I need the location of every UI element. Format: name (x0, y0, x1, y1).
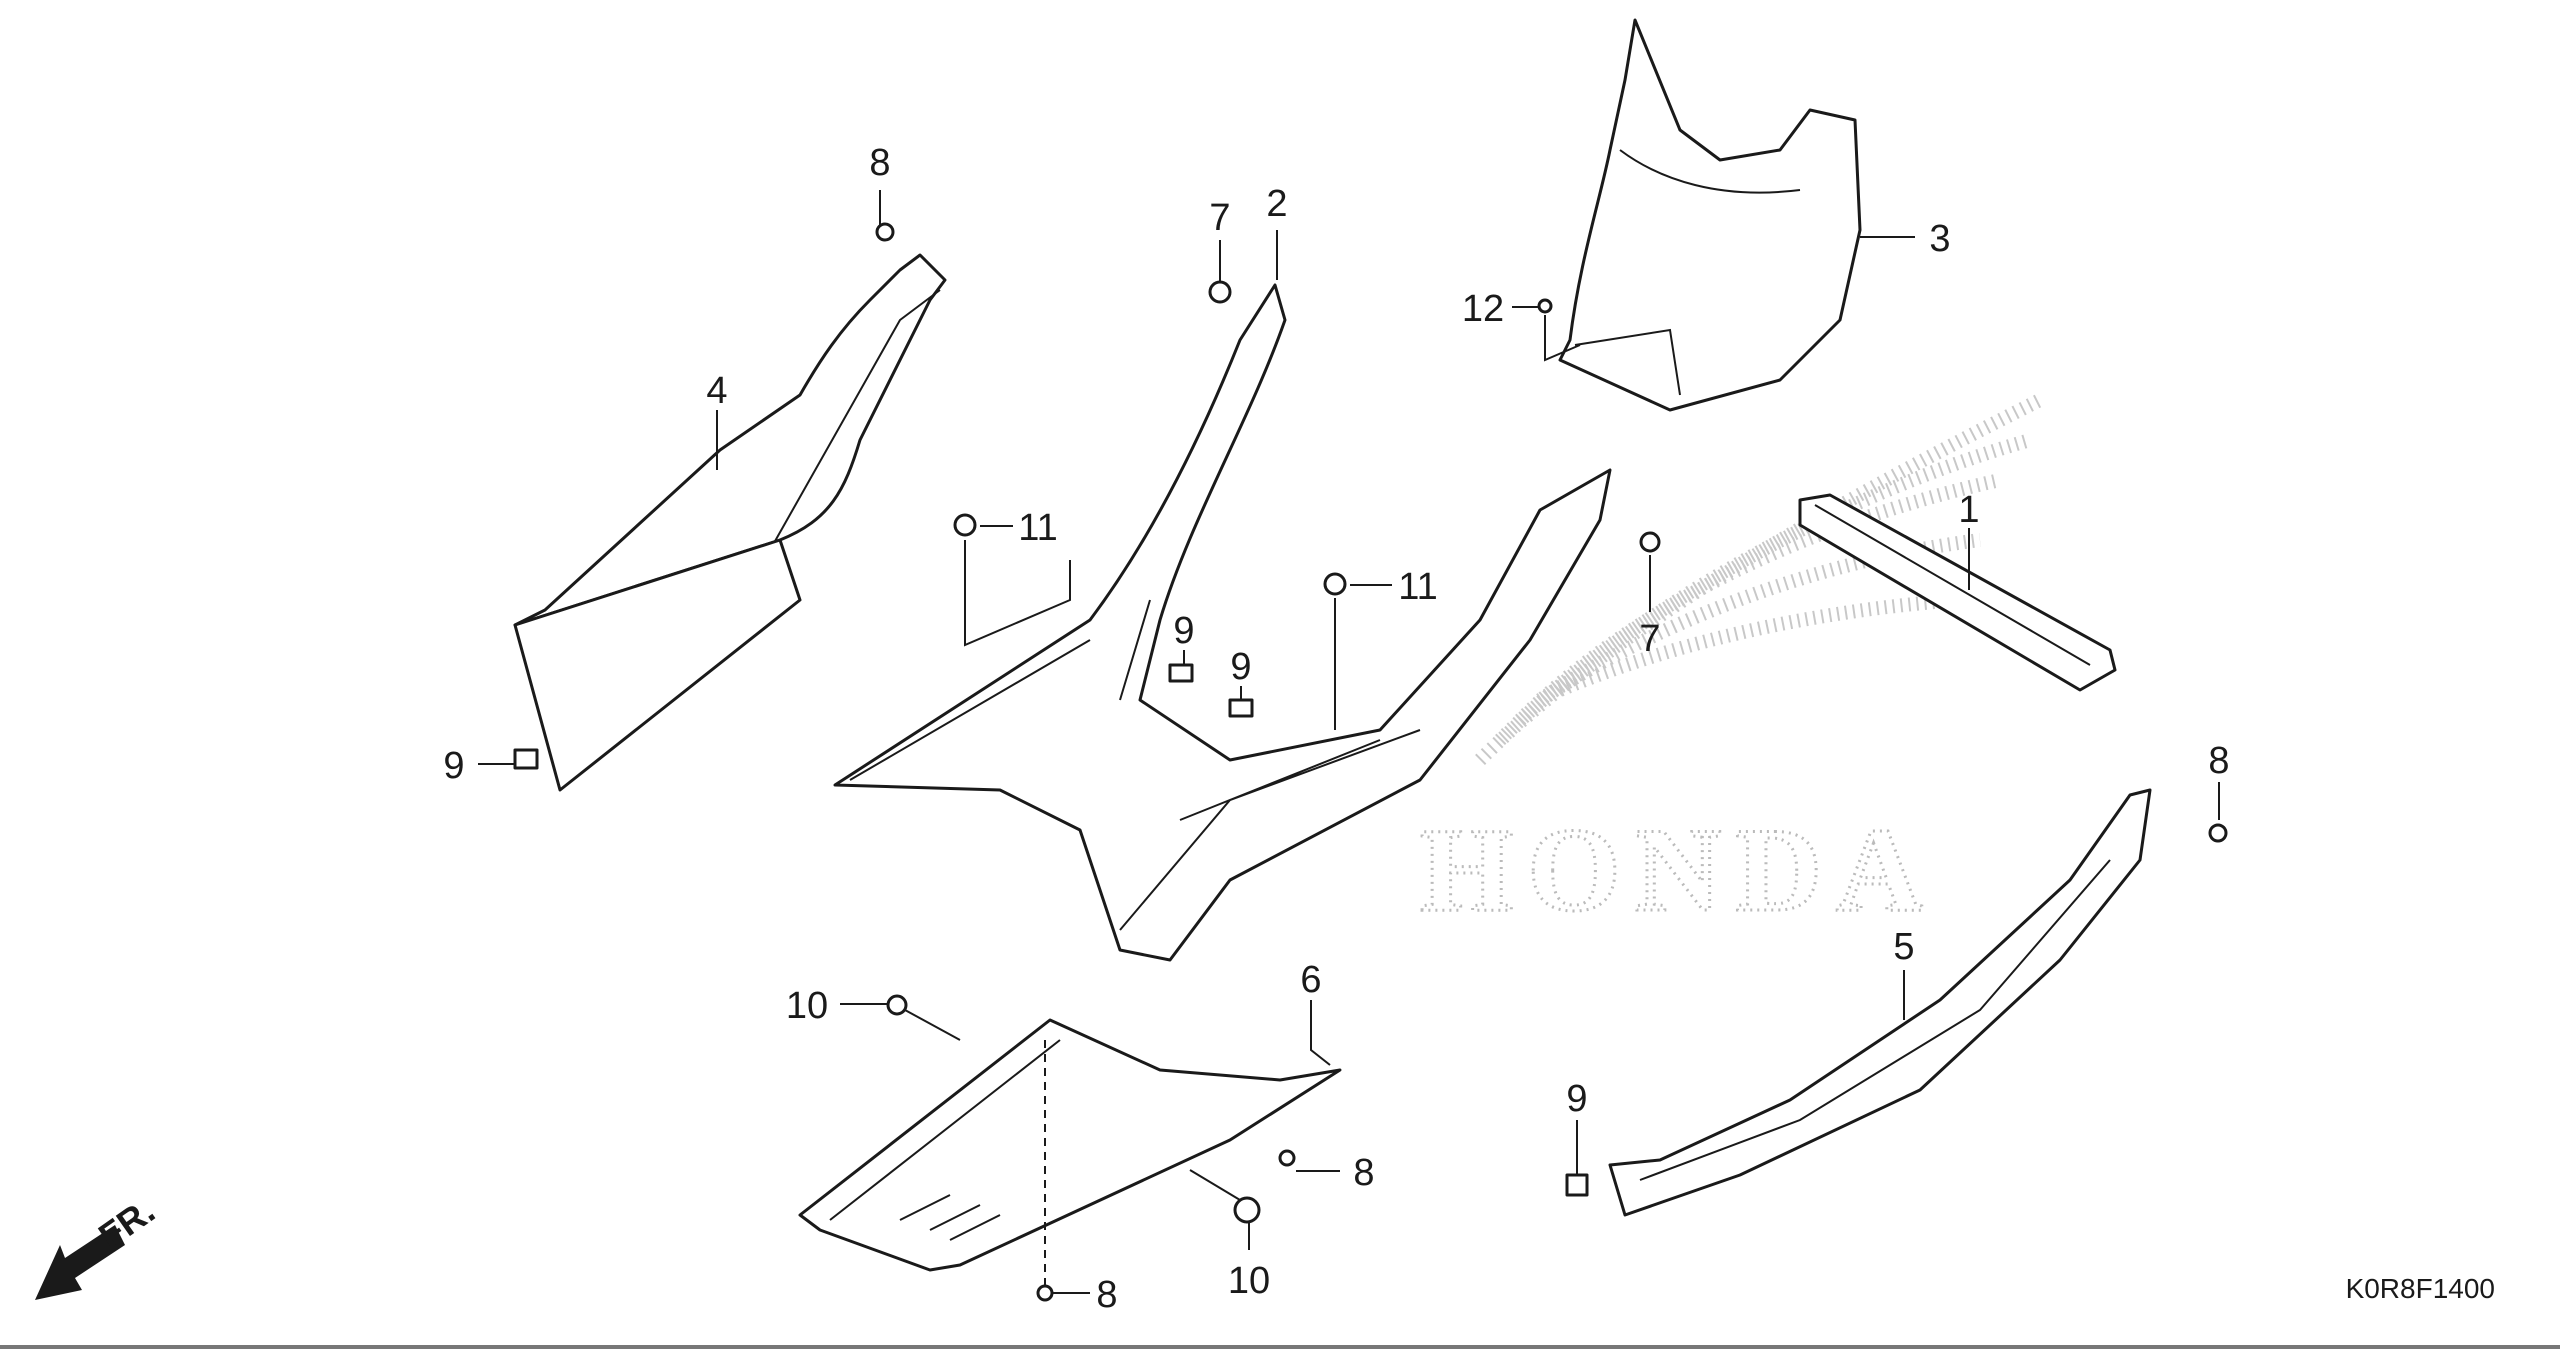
front-direction-arrow: FR. (35, 1190, 162, 1300)
callout-9: 9 (1173, 610, 1194, 652)
callout-11: 11 (1398, 566, 1437, 608)
callout-9: 9 (1566, 1078, 1587, 1120)
callout-7: 7 (1639, 618, 1660, 660)
callout-7: 7 (1209, 197, 1230, 239)
callout-8: 8 (869, 142, 890, 184)
callout-6: 6 (1300, 959, 1321, 1001)
part-2-floor-panel (833, 283, 1612, 962)
callout-11: 11 (1018, 507, 1057, 549)
callout-3: 3 (1929, 218, 1950, 260)
honda-watermark-text: HONDA (1420, 803, 1937, 936)
callouts: 8 7 2 3 12 4 11 11 1 7 9 9 9 8 5 6 10 8 … (443, 142, 2229, 1316)
arrow-icon (35, 1225, 125, 1300)
callout-8: 8 (1096, 1274, 1117, 1316)
callout-2: 2 (1266, 183, 1287, 225)
fasteners (513, 222, 2228, 1302)
callout-8: 8 (1353, 1152, 1374, 1194)
honda-watermark: HONDA (1419, 393, 2044, 938)
callout-9: 9 (443, 745, 464, 787)
callout-4: 4 (706, 370, 727, 412)
part-1-floor-stay (1798, 493, 2117, 692)
part-4-left-cover (513, 253, 947, 792)
part-5-right-cover (1608, 788, 2152, 1217)
part-3-rear-cover (1558, 18, 1862, 412)
diagram-code: K0R8F1400 (2346, 1273, 2495, 1304)
callout-8: 8 (2208, 740, 2229, 782)
leader-lines (478, 190, 2220, 1294)
callout-5: 5 (1893, 926, 1914, 968)
callout-1: 1 (1958, 489, 1979, 531)
callout-10: 10 (786, 985, 828, 1027)
bottom-divider (0, 1345, 2560, 1349)
callout-12: 12 (1462, 288, 1504, 330)
callout-10: 10 (1228, 1260, 1270, 1302)
part-6-under-cover (798, 1018, 1342, 1285)
callout-9: 9 (1230, 646, 1251, 688)
